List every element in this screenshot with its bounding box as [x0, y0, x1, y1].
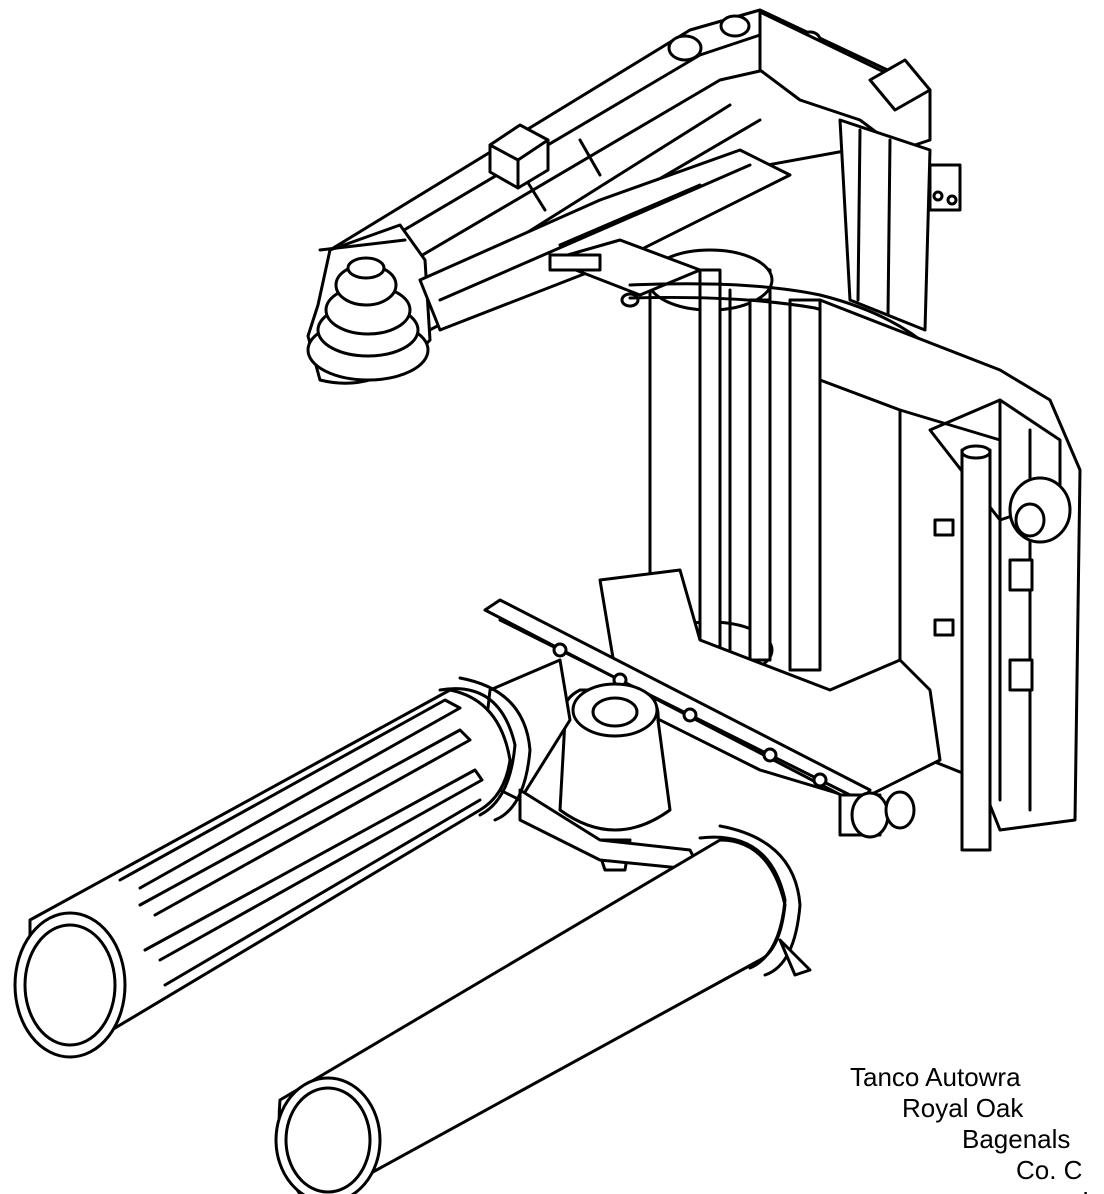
right-frame: [818, 298, 1082, 852]
arm-brace: [418, 148, 792, 332]
motor: [558, 682, 672, 872]
address-line-4: Co. C: [1016, 1155, 1083, 1185]
address-line-5: I: [1082, 1186, 1089, 1194]
address-line-2: Royal Oak: [902, 1093, 1024, 1123]
base-platform: [483, 568, 942, 807]
right-roller: [274, 824, 812, 1194]
company-address: Tanco Autowra Royal Oak Bagenals Co. C I: [850, 1062, 1104, 1194]
address-line-3: Bagenals: [962, 1124, 1071, 1154]
film-roll-holder: [548, 238, 822, 680]
left-roller: [13, 676, 532, 1059]
address-line-1: Tanco Autowra: [850, 1062, 1021, 1092]
dispenser-hub: [306, 223, 432, 385]
